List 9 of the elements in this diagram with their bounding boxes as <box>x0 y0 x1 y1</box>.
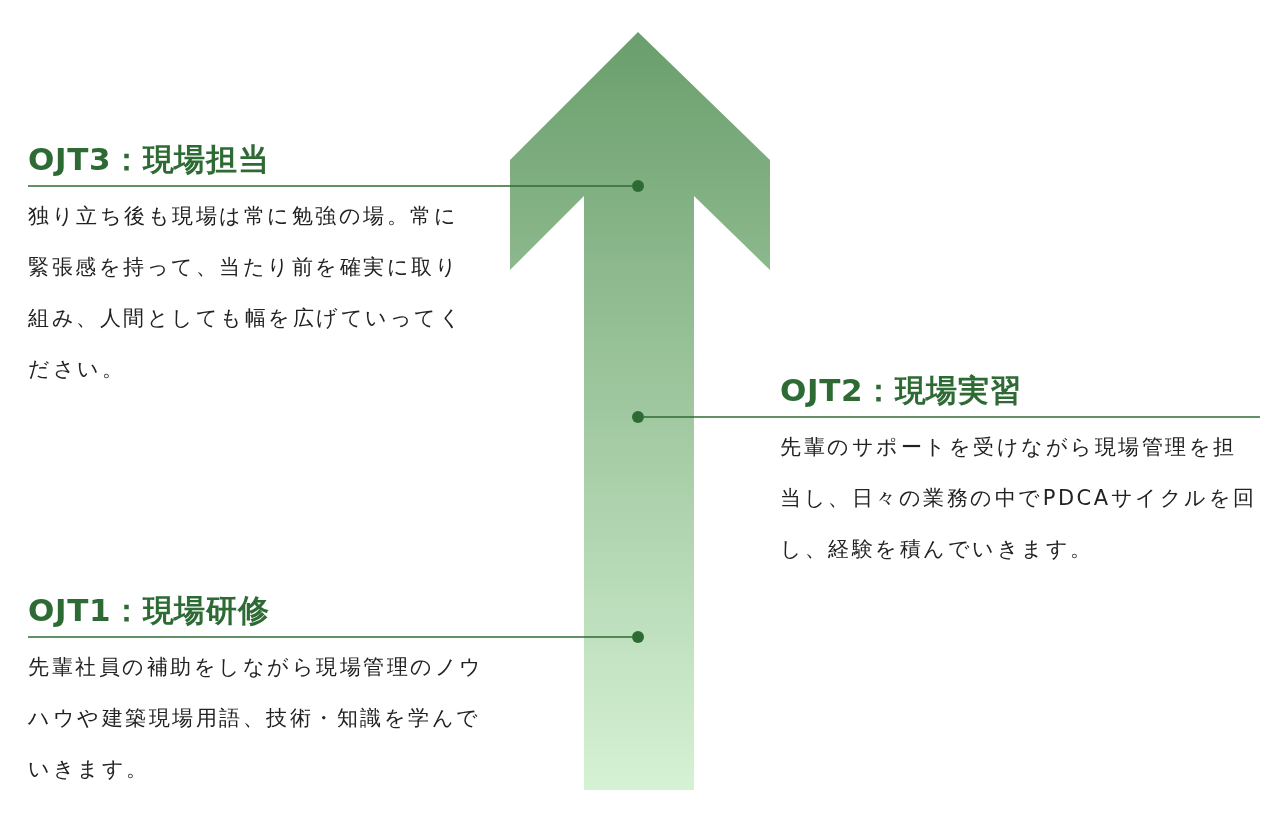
step-description: 先輩社員の補助をしながら現場管理のノウハウや建築現場用語、技術・知識を学んでいきます。 <box>28 654 485 783</box>
leader-line <box>27 185 633 187</box>
step-heading: OJT3：現場担当 <box>28 140 270 179</box>
leader-line <box>643 416 1261 418</box>
step-description: 先輩のサポートを受けながら現場管理を担当し、日々の業務の中でPDCAサイクルを回し、経験を積んでいきます。 <box>780 434 1258 563</box>
step-description: 独り立ち後も現場は常に勉強の場。常に緊張感を持って、当たり前を確実に取り組み、人間としても幅を広げていってください。 <box>28 203 465 383</box>
leader-line <box>27 636 633 638</box>
step-heading: OJT1：現場研修 <box>28 591 270 630</box>
step-heading: OJT2：現場実習 <box>780 371 1022 410</box>
